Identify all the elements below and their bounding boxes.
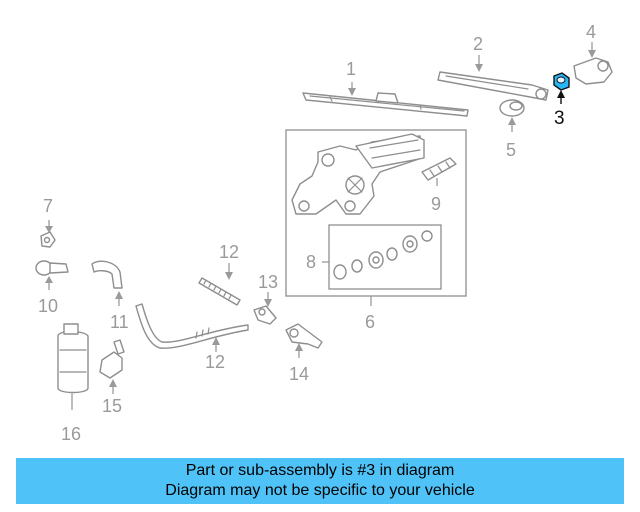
callout-5: 5 <box>506 140 516 160</box>
part-1-wiper-blade[interactable] <box>302 92 469 117</box>
callout-10: 10 <box>38 296 58 316</box>
part-16-reservoir[interactable] <box>57 323 89 403</box>
callout-7: 7 <box>43 196 53 216</box>
callout-1: 1 <box>346 59 356 79</box>
callout-12-lower: 12 <box>205 352 225 372</box>
callout-12-upper: 12 <box>219 242 239 262</box>
info-banner: Part or sub-assembly is #3 in diagram Di… <box>16 458 624 504</box>
part-5-grommet[interactable] <box>499 99 525 117</box>
part-2-wiper-arm[interactable] <box>437 71 549 101</box>
part-7-clip[interactable] <box>40 231 56 248</box>
callout-8: 8 <box>306 252 316 272</box>
part-3-nut[interactable] <box>553 72 570 91</box>
seal-kit-parts[interactable] <box>333 230 433 280</box>
part-6-assembly-box <box>285 129 467 297</box>
part-12-hose-upper[interactable] <box>198 277 241 306</box>
callout-9: 9 <box>431 194 441 214</box>
part-10-check-valve[interactable] <box>35 260 69 276</box>
callout-4: 4 <box>586 22 596 42</box>
part-12-hose-lower[interactable] <box>135 303 249 349</box>
banner-line-1: Part or sub-assembly is #3 in diagram <box>185 462 455 479</box>
part-9-connector[interactable] <box>421 157 457 181</box>
callout-2: 2 <box>473 34 483 54</box>
part-14-nozzle[interactable] <box>285 323 323 349</box>
part-13-connector[interactable] <box>253 305 277 325</box>
part-11-hose[interactable] <box>91 260 123 289</box>
callout-16: 16 <box>61 424 81 444</box>
parts-diagram: 1 2 3 4 5 6 <box>35 22 613 444</box>
callout-14: 14 <box>289 364 309 384</box>
wiper-motor[interactable] <box>291 133 425 215</box>
callout-15: 15 <box>102 396 122 416</box>
callout-3-highlighted: 3 <box>554 108 565 129</box>
part-4-cap[interactable] <box>573 57 613 85</box>
callout-13: 13 <box>258 272 278 292</box>
callout-6: 6 <box>365 312 375 332</box>
part-8-kit-box <box>328 224 442 290</box>
part-15-pump[interactable] <box>99 339 125 379</box>
banner-line-2: Diagram may not be specific to your vehi… <box>165 482 475 499</box>
callout-11: 11 <box>110 312 129 332</box>
